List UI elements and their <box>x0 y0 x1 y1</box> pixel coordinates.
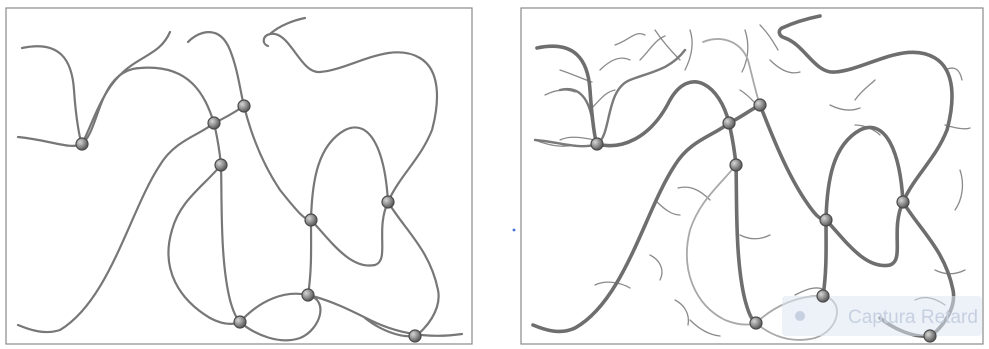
watermark: Captura Retard <box>782 296 982 336</box>
panel-left-frame <box>6 8 472 344</box>
crosslink-node <box>820 214 832 226</box>
crosslink-node <box>302 289 314 301</box>
watermark-icon <box>795 311 805 321</box>
crosslink-node <box>409 330 421 342</box>
crosslink-node <box>76 138 88 150</box>
crosslink-node <box>754 99 766 111</box>
panel-left <box>6 8 472 344</box>
stray-dot <box>513 229 516 232</box>
crosslink-node <box>924 330 936 342</box>
crosslink-node <box>817 290 829 302</box>
crosslink-node <box>382 196 394 208</box>
crosslink-node <box>234 316 246 328</box>
crosslink-node <box>730 159 742 171</box>
crosslink-node <box>591 138 603 150</box>
crosslink-node <box>208 117 220 129</box>
crosslink-node <box>305 214 317 226</box>
panel-right: Captura Retard <box>521 8 983 344</box>
crosslink-node <box>215 159 227 171</box>
crosslink-node <box>897 196 909 208</box>
crosslink-node <box>723 117 735 129</box>
crosslink-node <box>238 100 250 112</box>
crosslink-node <box>750 317 762 329</box>
panel-right-frame <box>521 8 983 344</box>
watermark-text: Captura Retard <box>848 307 978 328</box>
